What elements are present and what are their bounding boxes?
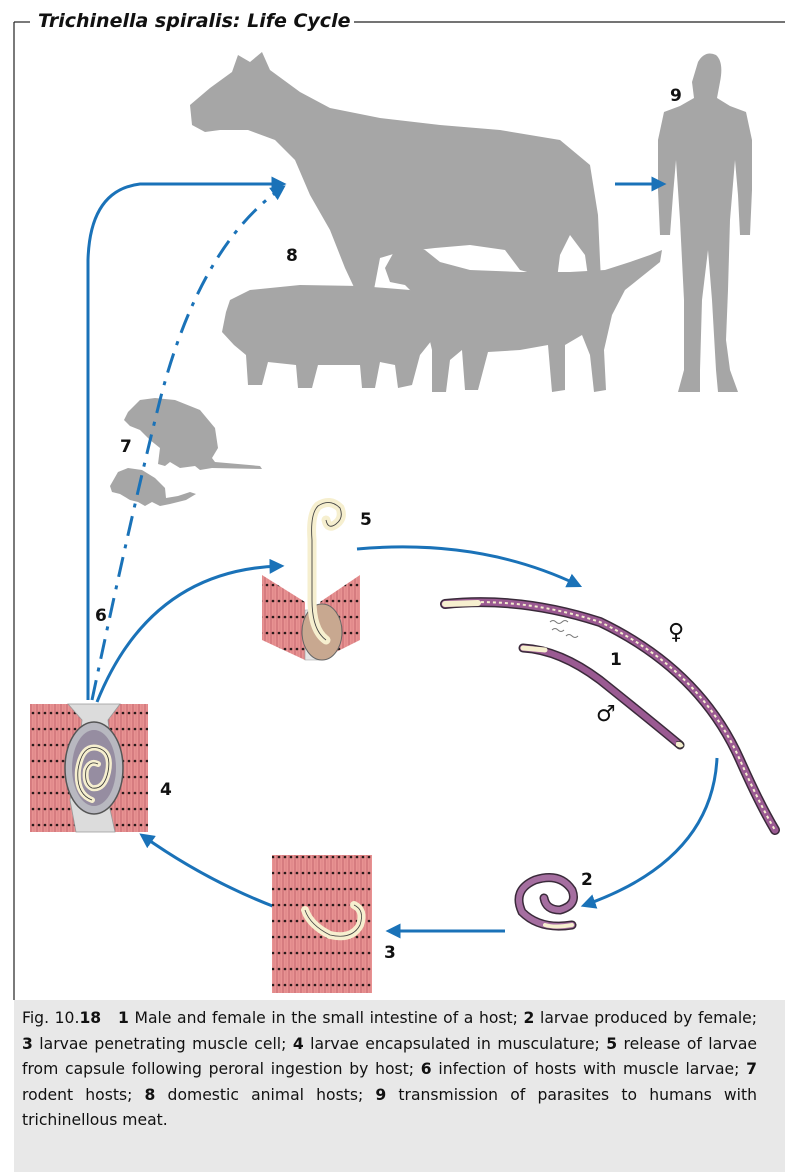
caption-segment: domestic animal hosts; (155, 1086, 375, 1104)
caption-segment: 6 (421, 1060, 432, 1078)
label-6: 6 (95, 606, 107, 626)
rat-silhouette (124, 398, 262, 470)
caption-segment (101, 1009, 118, 1027)
label-7: 7 (120, 437, 132, 457)
pig-silhouette (222, 285, 440, 388)
caption-segment: 7 (746, 1060, 757, 1078)
label-1: 1 (610, 650, 622, 670)
arrow-1-to-2 (585, 758, 717, 905)
caption-segment: Male and female in the small intestine o… (129, 1009, 524, 1027)
released-larva-muscle (262, 502, 360, 660)
caption-segment: 9 (375, 1086, 386, 1104)
arrow-5-to-1 (357, 547, 578, 585)
caption-segment: 5 (606, 1035, 617, 1053)
mouse-silhouette (110, 468, 196, 506)
label-5: 5 (360, 510, 372, 530)
caption-segment: larvae encapsulated in musculature; (304, 1035, 607, 1053)
caption-segment: 18 (79, 1009, 101, 1027)
coiled-larva (519, 878, 574, 927)
label-4: 4 (160, 780, 172, 800)
figure-caption: Fig. 10.18 1 Male and female in the smal… (22, 1006, 757, 1134)
male-symbol: ♂ (596, 702, 616, 727)
label-8: 8 (286, 246, 298, 266)
caption-segment: 8 (145, 1086, 156, 1104)
encapsulated-larva-muscle (30, 704, 148, 832)
caption-segment: 3 (22, 1035, 33, 1053)
caption-segment: larvae produced by female; (534, 1009, 757, 1027)
caption-segment: larvae penetrating muscle cell; (33, 1035, 293, 1053)
caption-segment: 4 (293, 1035, 304, 1053)
newborn-larvae (550, 621, 578, 638)
penetrating-larva-muscle (272, 855, 372, 993)
label-3: 3 (384, 943, 396, 963)
caption-segment: Fig. 10. (22, 1009, 79, 1027)
label-9: 9 (670, 86, 682, 106)
caption-segment: rodent hosts; (22, 1086, 145, 1104)
arrow-4-to-5 (97, 566, 280, 702)
caption-segment: infection of hosts with muscle larvae; (432, 1060, 747, 1078)
arrow-3-to-4 (143, 836, 275, 907)
caption-segment: 1 (118, 1009, 129, 1027)
label-2: 2 (581, 870, 593, 890)
caption-segment: 2 (524, 1009, 535, 1027)
figure-title: Trichinella spiralis: Life Cycle (34, 9, 354, 33)
female-symbol: ♀ (668, 620, 684, 645)
